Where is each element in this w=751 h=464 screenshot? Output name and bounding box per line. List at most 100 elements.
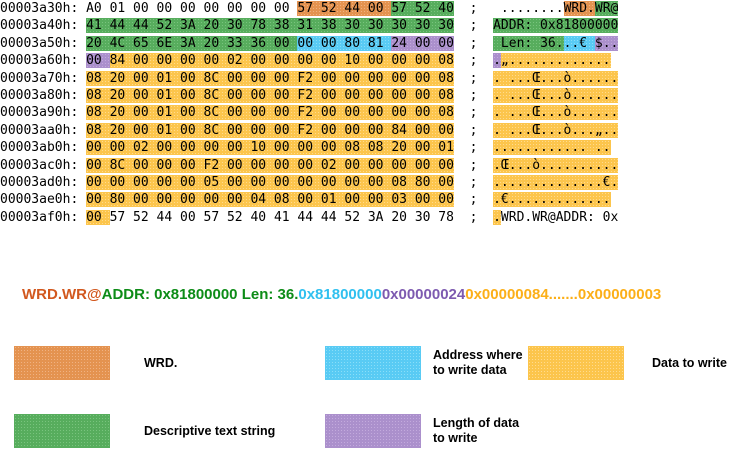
hex-bytes-segment: 00 xyxy=(86,209,110,225)
hex-ascii-segment: ADDR: 0x81800000 xyxy=(493,18,619,34)
annotation-segment: ADDR: 0x81800000 Len: 36. xyxy=(101,286,299,303)
hex-row-offset: 00003aa0h: xyxy=(0,122,87,138)
hex-row-offset: 00003af0h: xyxy=(0,209,87,225)
hex-bytes-segment: 24 00 00 xyxy=(391,35,454,51)
hex-row: 00003a80h: 08 20 00 01 00 8C 00 00 00 F2… xyxy=(0,87,751,104)
hex-ascii-segment: ............ .. xyxy=(493,140,611,156)
hex-bytes-segment: 00 80 00 00 00 00 00 04 08 00 01 00 00 0… xyxy=(86,192,454,208)
annotation-segment: WRD.WR@ xyxy=(22,286,102,303)
annotation-segment: 0x00000084.......0x00000003 xyxy=(465,286,662,303)
legend-item: Data to write xyxy=(528,346,727,380)
hex-row: 00003a90h: 08 20 00 01 00 8C 00 00 00 F2… xyxy=(0,104,751,121)
hex-bytes-segment: 57 52 44 00 xyxy=(297,1,392,16)
hex-row-offset: 00003a40h: xyxy=(0,18,87,34)
hex-row-offset: 00003ad0h: xyxy=(0,174,87,190)
legend-panel: WRD. Address where to write data Data to w… xyxy=(0,336,751,464)
hex-ascii-segment: „............. xyxy=(500,53,611,69)
hex-ascii-segment: WRD. xyxy=(563,1,595,16)
legend-color-swatch xyxy=(14,346,110,380)
hex-ascii-separator: ; xyxy=(453,174,494,190)
hex-row: 00003a30h: A0 01 00 00 00 00 00 00 00 57… xyxy=(0,0,751,17)
hex-row: 00003af0h: 00 57 52 44 00 57 52 40 41 44… xyxy=(0,209,751,226)
hex-ascii-segment: . xyxy=(493,209,501,225)
hex-row: 00003aa0h: 08 20 00 01 00 8C 00 00 00 F2… xyxy=(0,122,751,139)
legend-item: Address where to write data xyxy=(325,346,523,380)
hex-row-offset: 00003a30h: xyxy=(0,1,87,16)
hex-bytes-segment: 08 20 00 01 00 8C 00 00 00 F2 00 00 00 0… xyxy=(86,70,454,86)
hex-row: 00003a70h: 08 20 00 01 00 8C 00 00 00 F2… xyxy=(0,70,751,87)
hex-ascii-separator: ; xyxy=(453,18,494,34)
hex-dump-panel: 00003a30h: A0 01 00 00 00 00 00 00 00 57… xyxy=(0,0,751,226)
hex-ascii-separator: ; xyxy=(453,157,494,173)
hex-row: 00003a50h: 20 4C 65 6E 3A 20 33 36 00 00… xyxy=(0,35,751,52)
legend-item: Descriptive text string xyxy=(14,414,275,448)
hex-ascii-separator: ; xyxy=(453,122,494,138)
hex-ascii-segment: . ...Œ...ò...... xyxy=(493,70,619,86)
annotation-segment: 0x00000024 xyxy=(381,286,466,303)
legend-label: Descriptive text string xyxy=(144,423,276,438)
hex-row: 00003a60h: 00 84 00 00 00 00 02 00 00 00… xyxy=(0,52,751,69)
hex-row-offset: 00003a70h: xyxy=(0,70,87,86)
hex-ascii-segment: WR@ xyxy=(594,1,619,16)
hex-bytes-segment: 08 20 00 01 00 8C 00 00 00 F2 00 00 00 0… xyxy=(86,87,454,103)
hex-bytes-segment: 00 xyxy=(86,53,110,69)
hex-ascii-separator: ; xyxy=(453,140,494,156)
hex-ascii-separator: ; xyxy=(453,209,494,225)
hex-ascii-segment: ..............€. xyxy=(493,174,619,190)
hex-row: 00003ab0h: 00 00 02 00 00 00 00 10 00 00… xyxy=(0,139,751,156)
hex-ascii-separator: ; xyxy=(453,192,494,208)
hex-row-offset: 00003ac0h: xyxy=(0,157,87,173)
hex-row-offset: 00003ae0h: xyxy=(0,192,87,208)
hex-row: 00003ae0h: 00 80 00 00 00 00 00 04 08 00… xyxy=(0,191,751,208)
hex-ascii-segment: ..€ xyxy=(563,35,595,51)
hex-ascii-separator: ; xyxy=(453,70,494,86)
hex-bytes-segment: A0 01 00 00 00 00 00 00 00 xyxy=(86,1,298,16)
hex-ascii-separator: ; xyxy=(453,1,494,16)
hex-ascii-segment: . ...Œ...ò...„.. xyxy=(493,122,619,138)
hex-ascii-segment: . ...Œ...ò...... xyxy=(493,87,619,103)
hex-bytes-segment: 84 00 00 00 00 02 00 00 00 00 10 00 00 0… xyxy=(109,53,454,69)
hex-ascii-segment: . ...Œ...ò...... xyxy=(493,105,619,121)
legend-item: Length of data to write xyxy=(325,414,519,448)
annotation-line: WRD.WR@ADDR: 0x81800000 Len: 36.0x818000… xyxy=(22,286,661,303)
hex-bytes-segment: 41 44 44 52 3A 20 30 78 38 31 38 30 30 3… xyxy=(86,18,454,34)
hex-ascii-segment: ........ xyxy=(493,1,564,16)
legend-color-swatch xyxy=(325,414,421,448)
hex-bytes-segment: 08 20 00 01 00 8C 00 00 00 F2 00 00 00 8… xyxy=(86,122,454,138)
legend-color-swatch xyxy=(528,346,624,380)
hex-ascii-separator: ; xyxy=(453,35,494,51)
hex-row: 00003ad0h: 00 00 00 00 00 05 00 00 00 00… xyxy=(0,174,751,191)
hex-row-offset: 00003a50h: xyxy=(0,35,87,51)
legend-label: Address where to write data xyxy=(433,348,523,377)
hex-row-offset: 00003a90h: xyxy=(0,105,87,121)
hex-bytes-segment: 00 00 02 00 00 00 00 10 00 00 00 08 08 2… xyxy=(86,140,454,156)
hex-ascii-segment: .€............. xyxy=(493,192,611,208)
annotation-segment: 0x81800000 xyxy=(298,286,382,303)
legend-label: Data to write xyxy=(652,355,728,370)
hex-ascii-separator: ; xyxy=(453,87,494,103)
hex-ascii-segment: Len: 36. xyxy=(493,35,564,51)
legend-label: Length of data to write xyxy=(433,416,520,445)
legend-color-swatch xyxy=(325,346,421,380)
hex-ascii-segment: $.. xyxy=(594,35,619,51)
hex-ascii-segment: . xyxy=(493,53,501,69)
legend-item: WRD. xyxy=(14,346,177,380)
hex-bytes-segment: 57 52 40 xyxy=(391,1,454,16)
hex-bytes-segment: 00 00 00 00 00 05 00 00 00 00 00 00 00 0… xyxy=(86,174,454,190)
hex-row: 00003ac0h: 00 8C 00 00 00 F2 00 00 00 00… xyxy=(0,157,751,174)
hex-row-offset: 00003a80h: xyxy=(0,87,87,103)
legend-label: WRD. xyxy=(144,355,178,370)
hex-bytes-segment: 20 4C 65 6E 3A 20 33 36 00 xyxy=(86,35,298,51)
hex-ascii-segment: WRD.WR@ADDR: 0x xyxy=(500,209,619,225)
hex-row: 00003a40h: 41 44 44 52 3A 20 30 78 38 31… xyxy=(0,17,751,34)
hex-bytes-segment: 08 20 00 01 00 8C 00 00 00 F2 00 00 00 0… xyxy=(86,105,454,121)
hex-ascii-separator: ; xyxy=(453,105,494,121)
hex-bytes-segment: 00 00 80 81 xyxy=(297,35,392,51)
hex-row-offset: 00003ab0h: xyxy=(0,140,87,156)
legend-color-swatch xyxy=(14,414,110,448)
hex-bytes-segment: 00 8C 00 00 00 F2 00 00 00 00 02 00 00 0… xyxy=(86,157,454,173)
hex-ascii-separator: ; xyxy=(453,53,494,69)
hex-ascii-segment: .Œ...ò.......... xyxy=(493,157,619,173)
hex-row-offset: 00003a60h: xyxy=(0,53,87,69)
hex-bytes-segment: 57 52 44 00 57 52 40 41 44 44 52 3A 20 3… xyxy=(109,209,454,225)
